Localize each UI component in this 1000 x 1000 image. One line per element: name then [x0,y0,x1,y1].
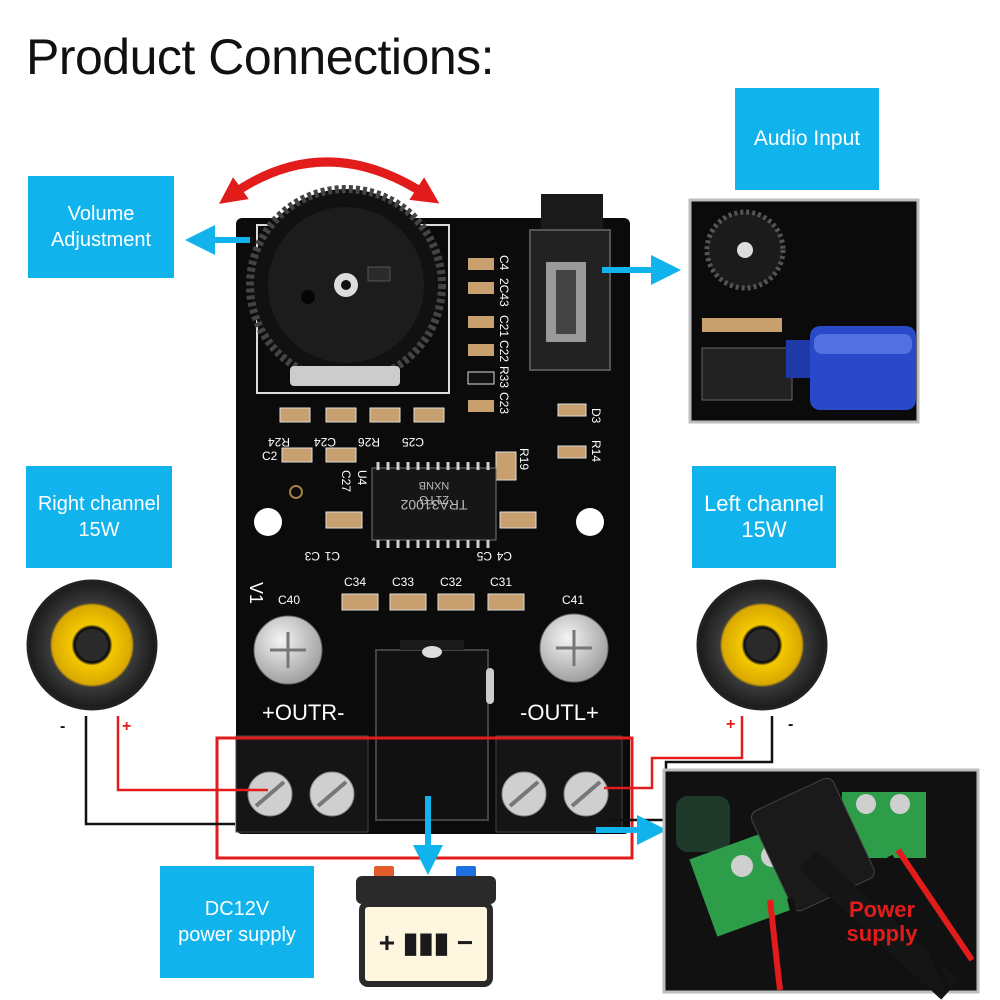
audio-input-label: Audio Input [735,88,879,190]
svg-text:C31: C31 [490,575,512,589]
svg-text:U4: U4 [355,470,369,486]
svg-text:R33: R33 [497,366,511,388]
capacitor-c41 [539,613,609,683]
svg-text:C27: C27 [339,470,353,492]
chip-sub: NXNB [419,479,450,491]
chip-code: 21TG [419,493,449,507]
right-plus-mark: + [122,718,132,735]
svg-text:C34: C34 [344,575,366,589]
svg-text:R14: R14 [589,440,603,462]
svg-text:C1: C1 [324,549,340,563]
volume-knob[interactable] [246,185,446,386]
svg-text:3: 3 [497,300,511,307]
version-label: V1 [246,582,266,604]
battery-icon: + ▮▮▮ − [356,866,496,987]
capacitor-c40 [253,615,323,685]
right-minus-mark: - [60,718,66,735]
svg-text:C40: C40 [278,593,300,607]
svg-text:C4: C4 [496,549,512,563]
left-minus-mark: - [788,716,794,733]
svg-text:R24: R24 [268,435,290,449]
svg-text:C21: C21 [497,315,511,337]
speaker-right [26,579,158,711]
svg-text:C22: C22 [497,340,511,362]
svg-text:C32: C32 [440,575,462,589]
svg-text:C5: C5 [476,549,492,563]
svg-text:C33: C33 [392,575,414,589]
amplifier-chip: TRA31002 21TG NXNB [371,462,497,548]
wire-right-plus [116,716,268,792]
svg-text:R19: R19 [517,448,531,470]
wire-right-minus [84,716,235,826]
svg-text:C41: C41 [562,593,584,607]
left-plus-mark: + [726,716,736,733]
audio-input-inset [688,198,920,424]
audio-jack [529,194,611,371]
terminal-block-left[interactable] [495,735,623,833]
mounting-hole-left [254,508,282,536]
smd-components [279,258,587,611]
wire-left-plus [604,716,744,790]
speaker-left [696,579,828,711]
svg-text:C3: C3 [304,549,320,563]
power-supply-inset [662,768,980,1000]
mounting-hole-right [576,508,604,536]
svg-text:C24: C24 [314,435,336,449]
svg-text:C2: C2 [262,449,278,463]
out-l-label: -OUTL+ [520,700,599,725]
svg-text:C4: C4 [497,255,511,271]
svg-text:R26: R26 [358,435,380,449]
dc-power-jack [375,640,494,821]
svg-text:D3: D3 [589,408,603,424]
chip-marking: TRA31002 [400,497,467,513]
svg-text:C25: C25 [402,435,424,449]
svg-text:C23: C23 [497,392,511,414]
power-supply-inset-label: Power supply [846,897,918,946]
svg-text:2C4: 2C4 [497,278,511,300]
out-r-label: +OUTR- [262,700,345,725]
rotation-arrow [219,157,440,204]
terminal-block-right[interactable] [235,735,369,833]
silkscreen-labels: C4 2C4 3 C21 C22 R33 C23 R24 C24 R26 C25… [246,255,603,725]
page-title: Product Connections: [26,29,495,85]
battery-symbol: + ▮▮▮ − [379,927,474,958]
